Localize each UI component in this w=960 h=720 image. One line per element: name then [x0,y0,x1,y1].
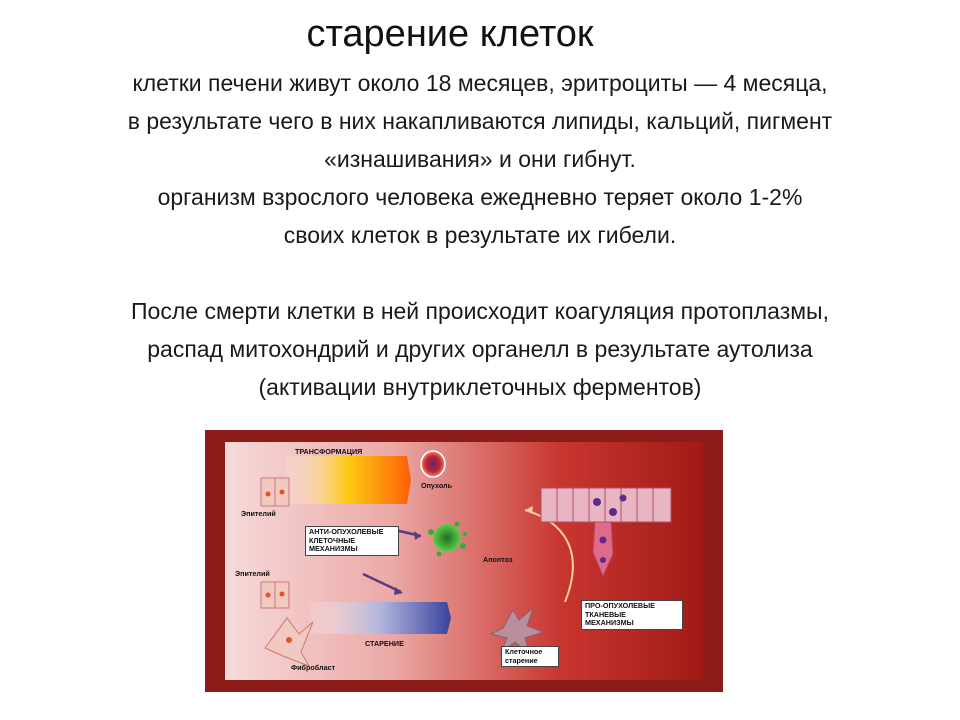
apoptotic-cell [428,521,467,557]
epithelium-top-cells [260,477,290,507]
tumor-tissue [540,487,672,578]
body-text: клетки печени живут около 18 месяцев, эр… [20,64,940,406]
paragraph-2: После смерти клетки в ней происходит коа… [20,292,940,406]
text-line: своих клеток в результате их гибели. [283,222,677,248]
text-line: «изнашивания» и они гибнут. [324,146,636,172]
figure-illustration [260,450,672,667]
text-line: организм взрослого человека ежедневно те… [157,184,803,210]
label-transformation: ТРАНСФОРМАЦИЯ [295,447,363,456]
tumor-cell [420,450,446,478]
text-line: распад митохондрий и других органелл в р… [147,336,813,362]
slide-title: старение клеток [306,13,594,55]
text-line: клетки печени живут около 18 месяцев, эр… [132,70,828,96]
label-aging: СТАРЕНИЕ [365,639,404,648]
aging-arrow [309,602,451,634]
text-line: После смерти клетки в ней происходит коа… [131,298,829,324]
text-line: в результате чего в них накапливаются ли… [127,108,833,134]
senescent-cell [489,606,545,656]
label-tumor: Опухоль [421,481,453,490]
label-pro-tumor-mechanisms: ПРО-ОПУХОЛЕВЫЕ ТКАНЕВЫЕ МЕХАНИЗМЫ [581,600,683,630]
paragraph-gap [20,254,940,292]
transformation-arrow [285,456,411,504]
label-epithelium-top: Эпителий [241,509,276,518]
arrow-to-fibroblast [362,572,402,594]
label-epithelium-bottom: Эпителий [235,569,270,578]
arrow-curved [524,509,574,603]
label-anti-tumor-mechanisms: АНТИ-ОПУХОЛЕВЫЕ КЛЕТОЧНЫЕ МЕХАНИЗМЫ [305,526,399,556]
label-fibroblast: Фибробласт [291,663,336,672]
epithelium-bottom-cells [260,581,290,609]
paragraph-1: клетки печени живут около 18 месяцев, эр… [20,64,940,254]
text-line: (активации внутриклеточных ферментов) [258,374,702,400]
cell-fate-figure: ТРАНСФОРМАЦИЯ Опухоль Эпителий АНТИ-ОПУХ… [205,430,723,692]
figure-background: ТРАНСФОРМАЦИЯ Опухоль Эпителий АНТИ-ОПУХ… [225,442,703,680]
label-apoptosis: Апоптоз [483,555,513,564]
label-cellular-aging: Клеточное старение [501,646,559,667]
